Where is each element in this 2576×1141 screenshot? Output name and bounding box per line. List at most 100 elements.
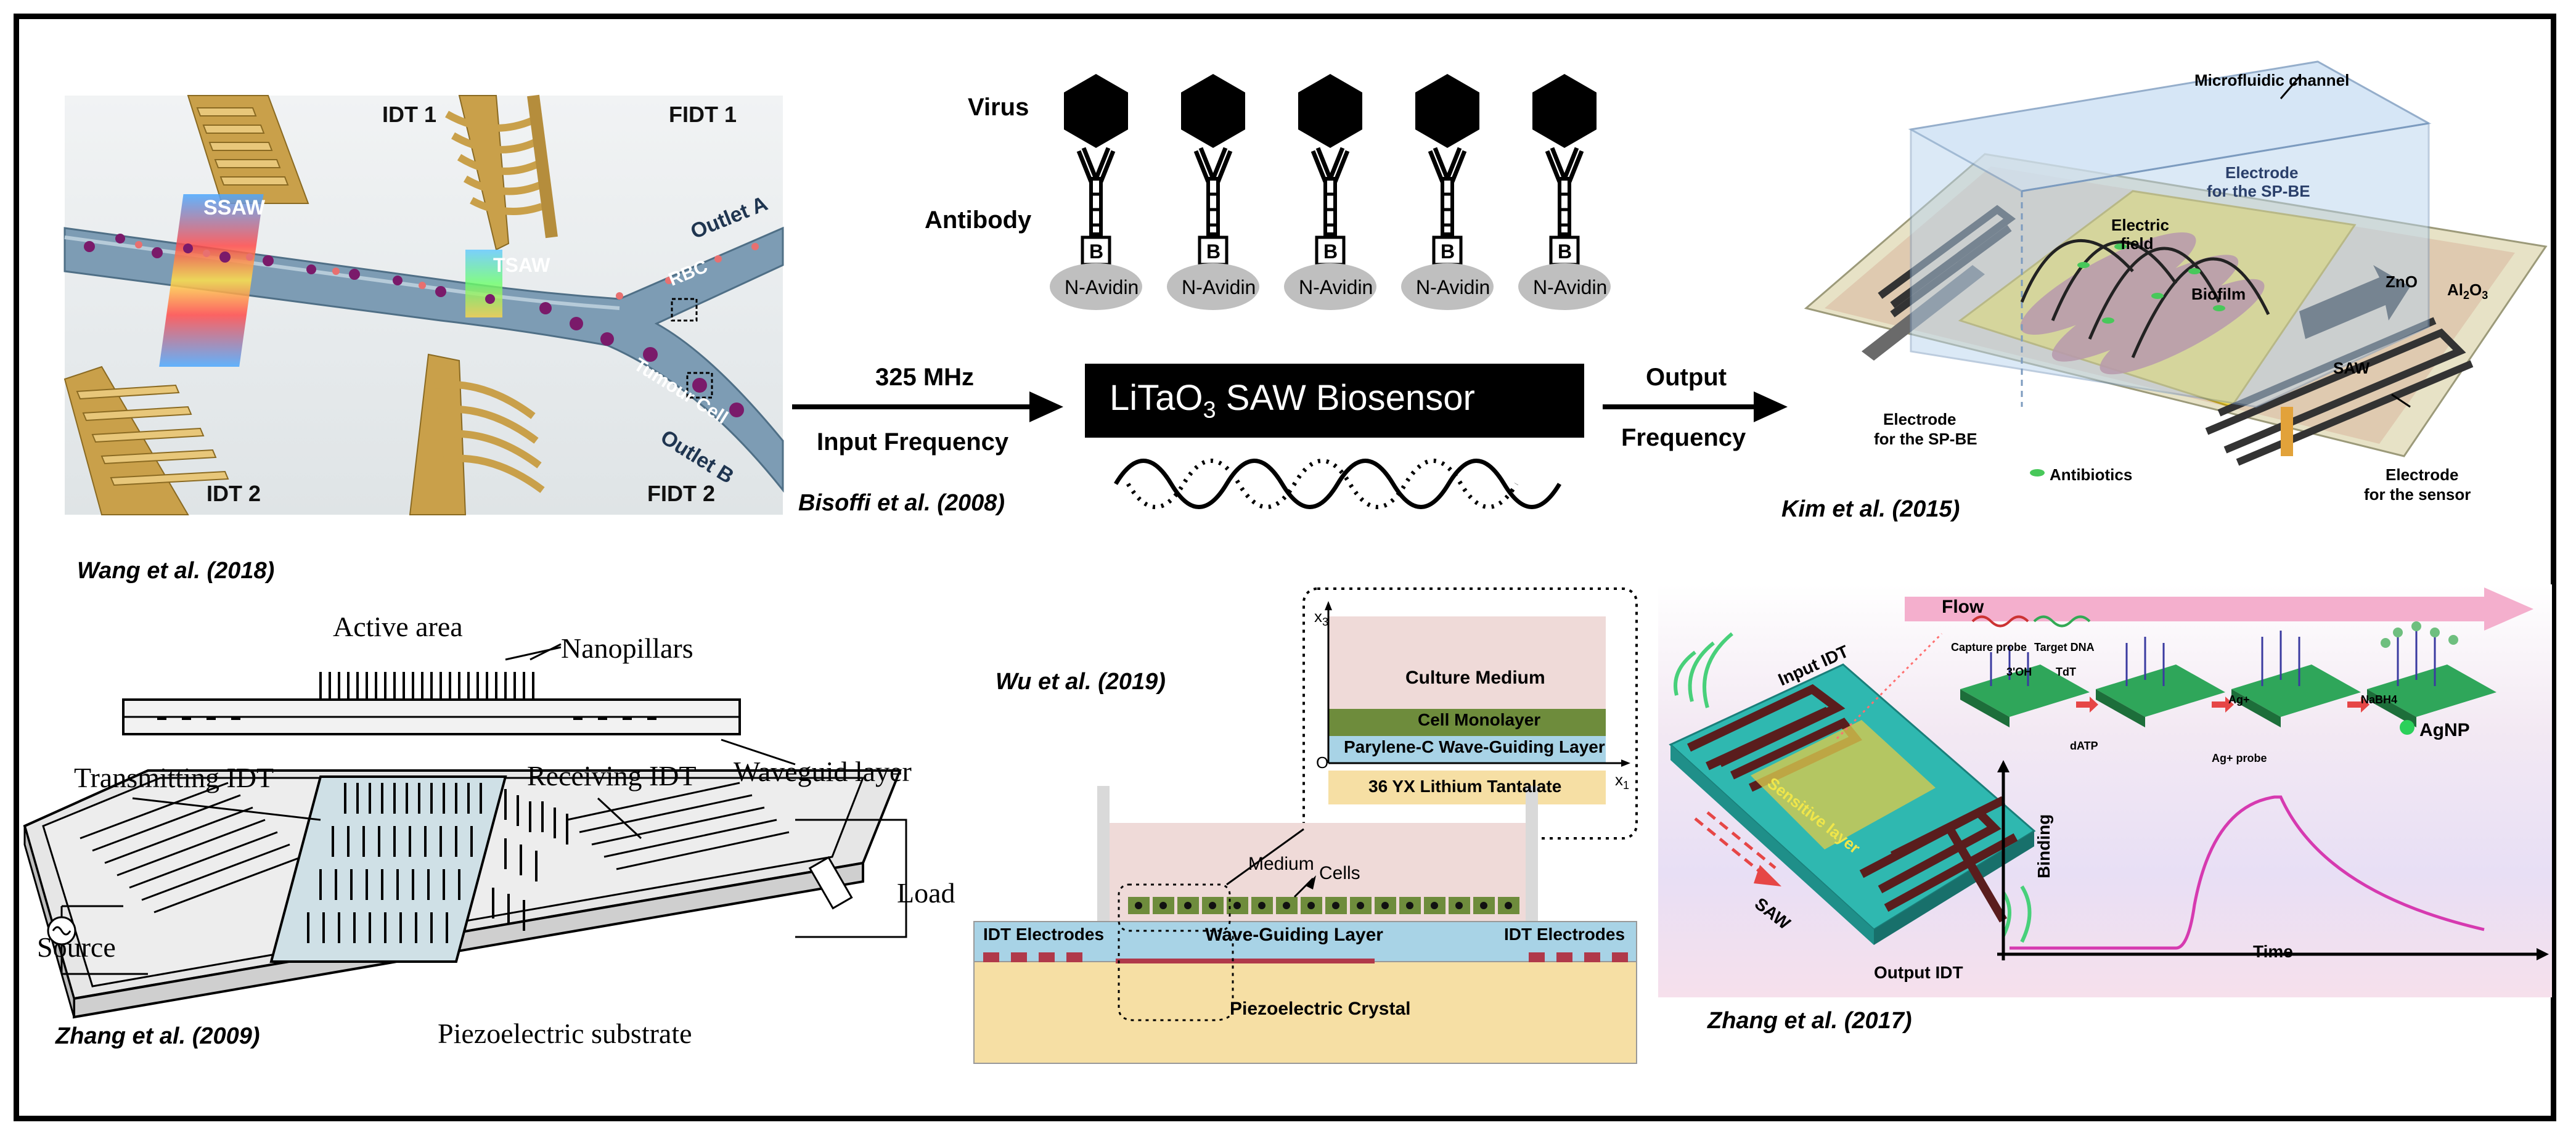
kim-illustration: [1804, 60, 2548, 476]
kim-label-electrode-sensor-1: Electrode: [2386, 465, 2459, 484]
bisoffi-b-2: B: [1206, 240, 1221, 263]
bisoffi-b-1: B: [1089, 240, 1104, 263]
zhang2017-label-flow: Flow: [1942, 597, 1984, 617]
zhang2009-label-nanopillars: Nanopillars: [561, 632, 693, 664]
zhang2009-label-source: Source: [37, 931, 116, 963]
bisoffi-navidin-3: N-Avidin: [1299, 276, 1373, 298]
kim-label-electric-field-1: Electric: [2111, 216, 2169, 234]
wu-waveguide: [973, 921, 1637, 962]
output-arrow: [1603, 391, 1788, 422]
rbc-stream: [135, 241, 759, 300]
tumour-marker-box: [686, 372, 713, 399]
binding-curve: [2010, 795, 2485, 950]
load-resistor: [808, 856, 853, 910]
bisoffi-input-frequency: Input Frequency: [817, 428, 1009, 456]
wu-label-cells: Cells: [1319, 863, 1360, 883]
kim-al2o3-sub1: 2: [2463, 289, 2470, 302]
zhang2009-label-load: Load: [897, 877, 955, 909]
wang-label-fidt2: FIDT 2: [647, 481, 716, 506]
kim-citation: Kim et al. (2015): [1781, 496, 1960, 522]
wu-x1-text: x: [1615, 771, 1623, 789]
wu-zoom-box: [1118, 883, 1231, 932]
zhang2017-label-time: Time: [2253, 942, 2293, 961]
kim-label-al2o3: Al2O3: [2447, 280, 2488, 302]
zhang2017-label-tdt: TdT: [2056, 666, 2076, 678]
bisoffi-b-5: B: [1558, 240, 1572, 263]
bisoffi-antibody-array: [1050, 74, 1615, 370]
zhang2009-label-receiving-idt: Receiving IDT: [527, 760, 697, 791]
bisoffi-b-4: B: [1441, 240, 1455, 263]
wu-label-parylene: Parylene-C Wave-Guiding Layer: [1344, 737, 1605, 756]
wu-x1-sub: 1: [1623, 779, 1630, 792]
zhang2017-label-nabh4: NaBH4: [2361, 693, 2398, 706]
bisoffi-device-post: SAW Biosensor: [1216, 378, 1475, 418]
wang-label-tsaw: TSAW: [493, 254, 550, 276]
kim-label-electrode-spbe-bottom-1: Electrode: [1883, 410, 1957, 428]
kim-al2o3-sub2: 3: [2482, 289, 2488, 302]
cell-stream: [84, 234, 744, 417]
wang-illustration: [63, 94, 784, 515]
zhang2017-sensitive-layer: [1751, 720, 1936, 849]
bisoffi-citation: Bisoffi et al. (2008): [798, 490, 1005, 516]
ssaw-wave-band: [159, 194, 264, 367]
zhang2009-label-transmitting-idt: Transmitting IDT: [74, 762, 274, 793]
zhang2017-label-capture-probe: Capture probe: [1951, 641, 2027, 653]
zhang2017-label-ag-plus: Ag+: [2228, 693, 2250, 706]
bisoffi-navidin-2: N-Avidin: [1182, 276, 1256, 298]
kim-label-electrode-spbe-top-1: Electrode: [2225, 163, 2299, 182]
bisoffi-navidin-4: N-Avidin: [1416, 276, 1490, 298]
wu-label-lithium: 36 YX Lithium Tantalate: [1368, 777, 1562, 796]
bisoffi-output-1: Output: [1646, 364, 1727, 391]
input-arrow: [792, 391, 1063, 422]
zhang2017-label-output-idt: Output IDT: [1874, 963, 1963, 982]
kim-label-electrode-sensor-2: for the sensor: [2364, 485, 2471, 504]
bisoffi-wave: [1113, 459, 1562, 509]
zhang2009-illustration: [23, 643, 907, 1019]
wu-label-idt-right: IDT Electrodes: [1504, 925, 1625, 944]
kim-label-saw: SAW: [2333, 359, 2370, 377]
zhang2009-label-waveguide: Waveguid layer: [734, 756, 912, 787]
zhang2017-label-binding: Binding: [2034, 814, 2053, 878]
zhang2009-citation: Zhang et al. (2009): [55, 1023, 260, 1049]
outer-frame: [14, 14, 2556, 1121]
zhang2017-label-agnp: AgNP: [2419, 720, 2470, 740]
wu-illustration: [973, 587, 1638, 1064]
idt1-electrode: [187, 95, 309, 204]
wu-label-x3: x3: [1314, 607, 1328, 629]
wang-label-idt1: IDT 1: [382, 102, 437, 127]
wu-cell-row: [1128, 897, 1519, 914]
wang-citation: Wang et al. (2018): [77, 558, 275, 584]
kim-label-electrode-spbe-bottom-2: for the SP-BE: [1874, 430, 1977, 448]
zhang2017-illustration: [1669, 587, 2549, 960]
wu-label-culture-medium: Culture Medium: [1405, 668, 1545, 688]
wu-piezo-crystal: [973, 961, 1637, 1064]
fidt2-electrode: [409, 353, 545, 515]
bisoffi-b-3: B: [1323, 240, 1338, 263]
bisoffi-device-pre: LiTaO: [1110, 378, 1203, 418]
bisoffi-device-label: LiTaO3 SAW Biosensor: [1110, 377, 1475, 424]
kim-al2o3-mid: O: [2469, 280, 2482, 299]
rbc-marker-box: [671, 298, 698, 322]
fidt1-electrode: [445, 94, 558, 251]
bisoffi-label-antibody: Antibody: [925, 207, 1032, 234]
kim-label-electric-field-2: field: [2120, 234, 2154, 253]
bisoffi-freq-value: 325 MHz: [875, 364, 975, 391]
kim-label-microfluidic: Microfluidic channel: [2194, 71, 2350, 89]
bisoffi-device-box: [1085, 364, 1584, 438]
zhang2017-label-oh: 3'OH: [2006, 666, 2032, 678]
bisoffi-label-virus: Virus: [968, 94, 1029, 121]
zhang2017-output-idt: [1859, 796, 2018, 923]
wu-label-medium: Medium: [1248, 854, 1314, 874]
zhang2009-nanopillar-field: [307, 783, 568, 943]
kim-label-biofilm: Biofilm: [2191, 285, 2246, 303]
wu-label-idt-left: IDT Electrodes: [983, 925, 1105, 944]
kim-al2o3-pre: Al: [2447, 280, 2463, 299]
wu-label-x1: x1: [1615, 771, 1629, 792]
bisoffi-device-sub: 3: [1203, 397, 1216, 423]
wu-x3-sub: 3: [1322, 616, 1329, 629]
tsaw-wave-band: [465, 250, 502, 317]
zhang2009-label-active-area: Active area: [333, 611, 463, 642]
wu-x3-text: x: [1314, 607, 1322, 626]
zhang2017-label-target-dna: Target DNA: [2034, 641, 2095, 653]
zhang2017-label-datp: dATP: [2070, 740, 2098, 752]
